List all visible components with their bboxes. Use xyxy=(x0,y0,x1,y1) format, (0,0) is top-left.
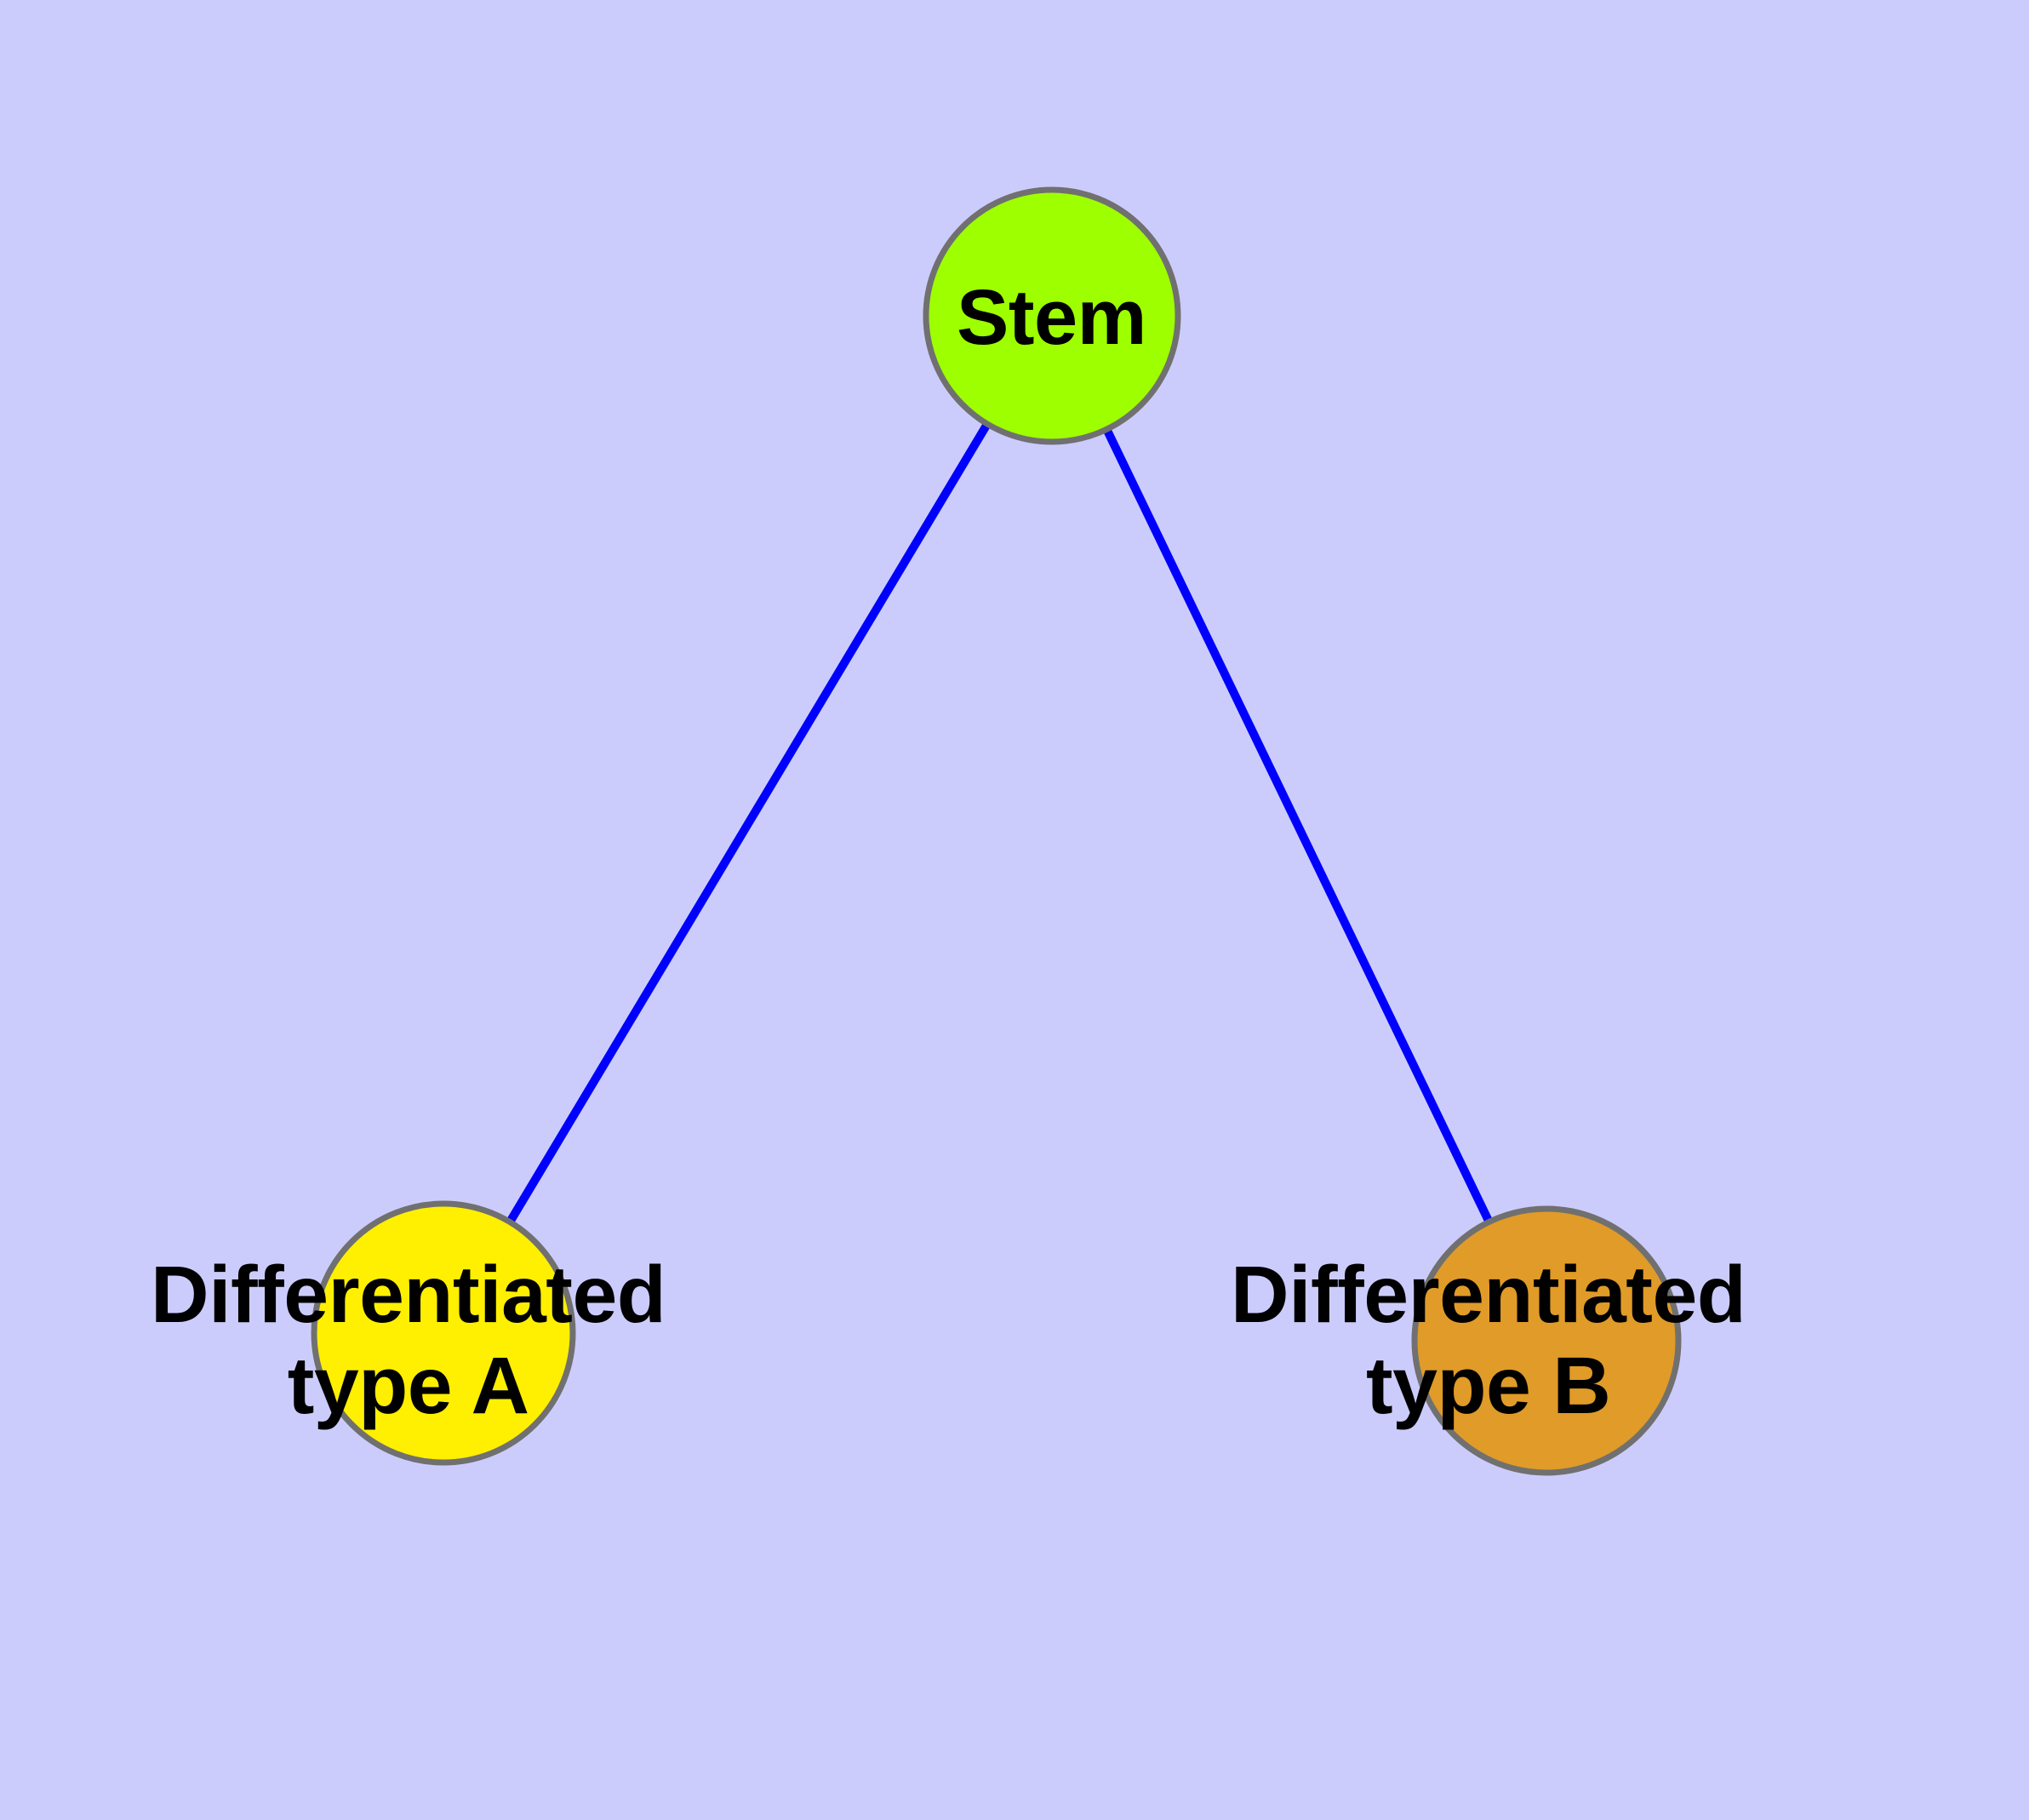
graph-node-diff_b[interactable] xyxy=(1411,1205,1682,1476)
graph-edge[interactable] xyxy=(1103,428,1493,1222)
edge-layer xyxy=(506,423,1493,1223)
graph-node-stem[interactable] xyxy=(923,186,1181,445)
graph-node-diff_a[interactable] xyxy=(311,1200,576,1466)
graph-edge[interactable] xyxy=(506,423,991,1223)
node-layer xyxy=(311,186,1682,1476)
